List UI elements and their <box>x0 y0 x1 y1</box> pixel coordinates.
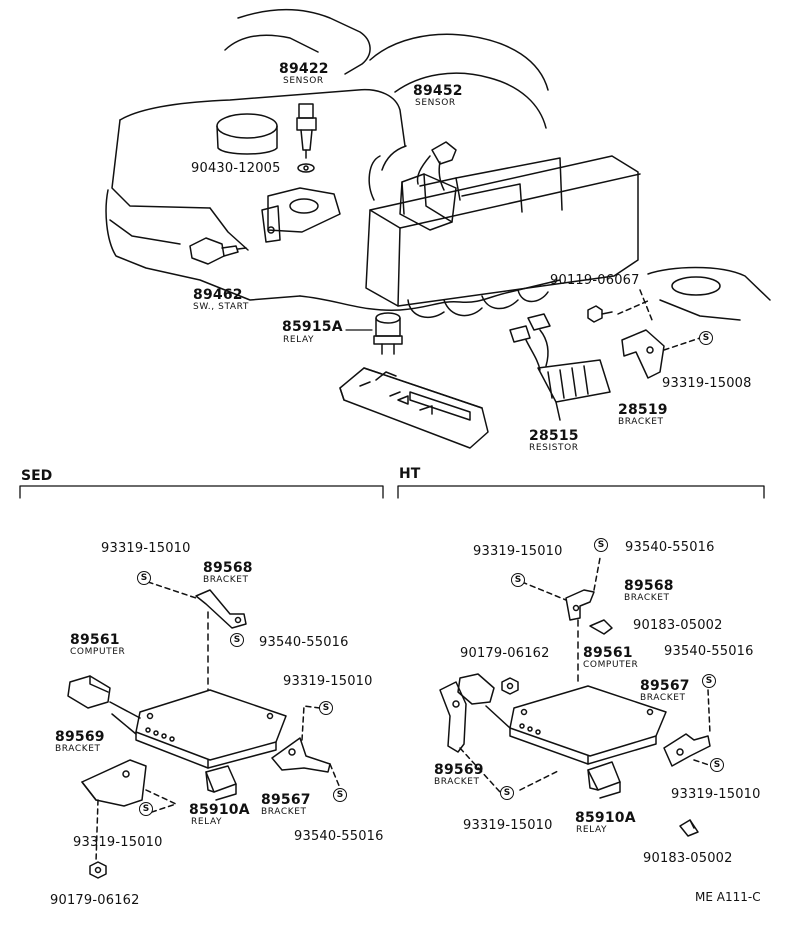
ht-washer-symbol-d: S <box>710 758 724 772</box>
caption-resistor-28515: RESISTOR <box>529 443 579 453</box>
part-number-89452: 89452 <box>413 83 463 99</box>
ht-caption-bracket-89567: BRACKET <box>640 693 686 703</box>
sed-part-number-90179-06162: 90179-06162 <box>50 893 140 908</box>
sed-nut-90179 <box>89 861 107 879</box>
sed-caption-relay-85910a: RELAY <box>191 817 223 827</box>
ht-bracket-89567 <box>663 733 711 767</box>
ht-part-number-90183-05002-a: 90183-05002 <box>633 618 723 633</box>
caption-sensor-89422: SENSOR <box>283 76 324 86</box>
sed-part-number-89561: 89561 <box>70 632 120 648</box>
part-number-85915a: 85915A <box>282 319 343 335</box>
relay-block <box>339 367 489 449</box>
sed-part-number-89568: 89568 <box>203 560 253 576</box>
ht-caption-bracket-89569: BRACKET <box>434 777 480 787</box>
ht-section-line <box>397 485 765 499</box>
ht-relay-85910a <box>587 761 621 799</box>
resistor-28515 <box>509 313 611 421</box>
sed-washer-symbol-e: S <box>333 788 347 802</box>
sed-bracket-89569 <box>81 759 147 807</box>
washer-90430 <box>297 163 315 173</box>
sed-computer-89561 <box>67 675 287 769</box>
ht-caption-bracket-89568: BRACKET <box>624 593 670 603</box>
caption-relay-85915a: RELAY <box>283 335 315 345</box>
ht-part-number-89567: 89567 <box>640 678 690 694</box>
bracket-28519 <box>621 329 665 379</box>
washer-symbol: S <box>699 331 713 345</box>
sed-part-number-93540-55016-a: 93540-55016 <box>259 635 349 650</box>
ht-bracket-89568 <box>565 589 595 621</box>
sed-caption-bracket-89569: BRACKET <box>55 744 101 754</box>
ht-part-number-89569: 89569 <box>434 762 484 778</box>
ht-clip-90183-b <box>679 819 699 837</box>
sed-caption-computer: COMPUTER <box>70 647 126 657</box>
ht-caption-computer: COMPUTER <box>583 660 639 670</box>
part-number-89422: 89422 <box>279 61 329 77</box>
diagram-reference-code: ME A111-C <box>695 890 761 904</box>
sed-caption-bracket-89568: BRACKET <box>203 575 249 585</box>
part-number-90119-06067: 90119-06067 <box>550 273 640 288</box>
ht-part-number-93319-15010-a: 93319-15010 <box>473 544 563 559</box>
sed-part-number-89567: 89567 <box>261 792 311 808</box>
engine-outline <box>105 9 771 321</box>
ht-part-number-93540-55016-a: 93540-55016 <box>625 540 715 555</box>
part-number-28515: 28515 <box>529 428 579 444</box>
section-heading-ht: HT <box>399 466 421 482</box>
sed-part-number-93319-15010-b: 93319-15010 <box>283 674 373 689</box>
ht-part-number-85910a: 85910A <box>575 810 636 826</box>
ht-washer-symbol-b: S <box>594 538 608 552</box>
ht-part-number-90179-06162: 90179-06162 <box>460 646 550 661</box>
ht-washer-symbol-c: S <box>702 674 716 688</box>
ht-part-number-89568: 89568 <box>624 578 674 594</box>
sed-relay-85910a <box>205 765 237 801</box>
sensor-89452 <box>399 141 457 231</box>
ht-washer-symbol-a: S <box>511 573 525 587</box>
ht-clip-90183-a <box>589 619 613 635</box>
sed-caption-bracket-89567: BRACKET <box>261 807 307 817</box>
sed-bracket-89567 <box>271 737 331 773</box>
ht-computer-89561 <box>457 673 667 765</box>
bolt-90119 <box>587 305 613 323</box>
sed-washer-symbol-b: S <box>230 633 244 647</box>
ht-caption-relay-85910a: RELAY <box>576 825 608 835</box>
ht-part-number-93319-15010-b: 93319-15010 <box>463 818 553 833</box>
part-number-89462: 89462 <box>193 287 243 303</box>
sensor-89422 <box>296 103 317 159</box>
ht-part-number-93319-15010-c: 93319-15010 <box>671 787 761 802</box>
sed-section-line <box>19 485 384 499</box>
caption-sw-start: SW., START <box>193 302 249 312</box>
caption-bracket-28519: BRACKET <box>618 417 664 427</box>
sed-washer-symbol-d: S <box>139 802 153 816</box>
sed-part-number-85910a: 85910A <box>189 802 250 818</box>
sed-part-number-93540-55016-b: 93540-55016 <box>294 829 384 844</box>
sed-part-number-93319-15010-a: 93319-15010 <box>101 541 191 556</box>
sed-part-number-89569: 89569 <box>55 729 105 745</box>
ht-nut-90179 <box>501 677 519 695</box>
sed-washer-symbol-c: S <box>319 701 333 715</box>
sed-washer-symbol-a: S <box>137 571 151 585</box>
ht-part-number-89561: 89561 <box>583 645 633 661</box>
ht-part-number-93540-55016-b: 93540-55016 <box>664 644 754 659</box>
part-number-93319-15008: 93319-15008 <box>662 376 752 391</box>
ht-part-number-90183-05002-b: 90183-05002 <box>643 851 733 866</box>
ht-bracket-89569 <box>439 681 467 753</box>
relay-85915a <box>373 312 403 355</box>
sed-part-number-93319-15010-c: 93319-15010 <box>73 835 163 850</box>
part-number-90430-12005: 90430-12005 <box>191 161 281 176</box>
sed-bracket-89568 <box>195 589 247 629</box>
ht-washer-symbol-e: S <box>500 786 514 800</box>
part-number-28519: 28519 <box>618 402 668 418</box>
section-heading-sed: SED <box>21 468 53 484</box>
caption-sensor-89452: SENSOR <box>415 98 456 108</box>
start-switch-89462 <box>189 237 247 265</box>
